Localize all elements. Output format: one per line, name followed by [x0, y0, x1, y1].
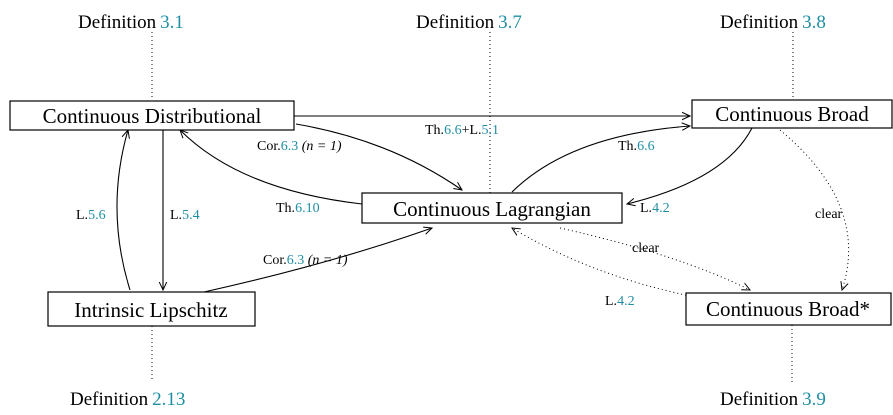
edge-label-clear-right: clear	[815, 207, 843, 222]
edge-label-l-5-6: L.5.6	[76, 208, 106, 223]
edge-label-th-6-6: Th.6.6	[618, 139, 655, 154]
edge-label-cor-6-3-top: Cor.6.3 (n = 1)	[257, 139, 342, 154]
edge-label-l-4-2-top: L.4.2	[640, 201, 670, 216]
edge-lipschitz-to-lagrangian	[203, 228, 432, 293]
edge-label-l-4-2-bottom: L.4.2	[605, 294, 635, 309]
edge-lipschitz-to-distributional	[116, 130, 131, 291]
node-intrinsic-lipschitz: Intrinsic Lipschitz	[47, 291, 256, 327]
node-label: Continuous Broad	[715, 102, 869, 126]
node-label: Continuous Distributional	[43, 104, 262, 128]
node-label: Continuous Broad*	[706, 297, 870, 321]
edge-lagrangian-to-distributional	[180, 130, 363, 205]
edge-lagrangian-to-broad-star	[559, 227, 750, 290]
edge-label-th-6-10: Th.6.10	[276, 201, 320, 216]
node-continuous-broad-star: Continuous Broad*	[685, 292, 892, 326]
edge-broad-to-lagrangian	[627, 127, 753, 204]
node-continuous-broad: Continuous Broad	[691, 99, 893, 129]
node-label: Intrinsic Lipschitz	[74, 298, 227, 322]
node-label: Continuous Lagrangian	[393, 197, 591, 221]
edge-broad-star-to-lagrangian	[512, 228, 691, 297]
node-continuous-distributional: Continuous Distributional	[9, 100, 295, 131]
edge-distributional-to-lagrangian	[295, 123, 462, 190]
node-continuous-lagrangian: Continuous Lagrangian	[361, 192, 623, 224]
edge-label-l-5-4: L.5.4	[170, 208, 200, 223]
edge-lagrangian-to-broad	[511, 126, 690, 193]
edge-label-cor-6-3-bottom: Cor.6.3 (n = 1)	[263, 253, 348, 268]
edge-label-clear-middle: clear	[632, 241, 660, 256]
edge-label-th-6-6-l-5-1: Th.6.6+L.5.1	[425, 123, 499, 138]
